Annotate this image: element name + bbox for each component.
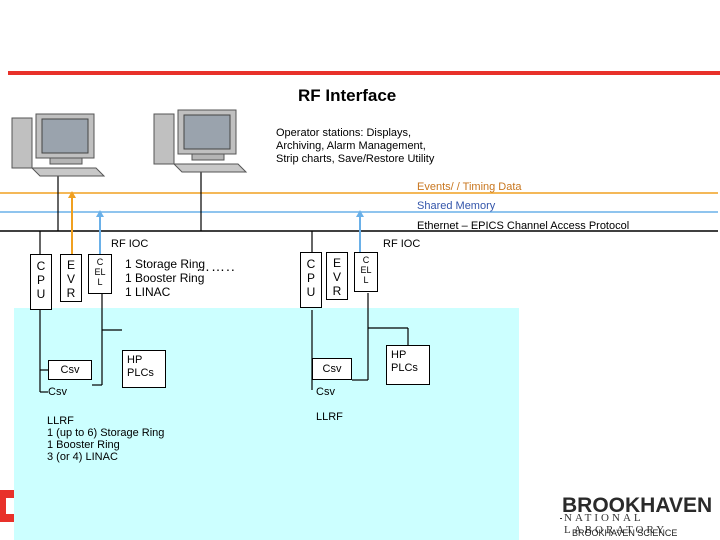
evr-letter: V [332,270,341,284]
shared-memory-label: Shared Memory [417,200,496,212]
logo-name: BROOKHAVEN [562,494,713,517]
left-ring-list: 1 Storage Ring 1 Booster Ring 1 LINAC [125,257,205,299]
left-evr-card: E V R [60,254,82,302]
hardware-region [14,308,519,540]
right-hp-plcs-box: HP PLCs [386,345,430,385]
left-cpu-card: C P U [30,254,52,310]
evr-letter: R [332,284,342,298]
csv-label: Csv [322,363,342,375]
operator-line: Strip charts, Save/Restore Utility [276,153,435,165]
csv-label: Csv [60,364,80,376]
hp-text: HP [127,354,143,366]
cel-text: L [97,277,103,287]
brookhaven-logo: BROOKHAVEN [562,494,712,518]
cpu-letter: C [36,259,46,273]
cpu-letter: P [36,273,45,287]
evr-letter: E [66,258,75,272]
cel-text: C [96,257,104,267]
cel-text: L [363,275,369,285]
left-llrf-list: LLRF 1 (up to 6) Storage Ring 1 Booster … [47,415,164,463]
left-ioc-label: RF IOC [111,238,149,250]
right-csv-1-box: Csv [312,358,352,380]
events-bus-label: Events/ / Timing Data [417,181,522,193]
cpu-letter: P [306,271,315,285]
evr-letter: E [332,256,341,270]
ring-item: 1 Booster Ring [125,271,205,285]
page-title: RF Interface [298,86,397,105]
logo-subtitle: NATIONAL LABORATORY [562,512,720,536]
workstation-2-icon [153,109,248,173]
workstation-1-icon [11,113,106,177]
left-csv-1-box: Csv [48,360,92,380]
ring-item: 1 LINAC [125,285,171,299]
left-csv-2-label: Csv [48,386,67,398]
cel-text: EL [94,267,106,277]
ethernet-label: Ethernet – EPICS Channel Access Protocol [417,220,630,232]
hp-text: HP [391,349,407,361]
right-llrf-label: LLRF [316,411,343,423]
evr-letter: R [66,286,76,300]
plcs-text: PLCs [391,362,418,374]
right-csv-2-label: Csv [316,386,335,398]
operator-line: Archiving, Alarm Management, [276,140,426,152]
cpu-letter: C [306,257,316,271]
plcs-text: PLCs [127,367,154,379]
right-evr-card: E V R [326,252,348,300]
logo-footer: BROOKHAVEN SCIENCE [572,528,678,538]
partial-logo-icon [0,490,14,522]
operator-stations-description: Operator stations: Displays, Archiving, … [276,127,516,166]
llrf-item: 1 Booster Ring [47,439,120,451]
llrf-item: 3 (or 4) LINAC [47,451,118,463]
top-rule [8,71,720,75]
cpu-letter: U [36,287,46,301]
right-cpu-card: C P U [300,252,322,308]
ring-item: 1 Storage Ring [125,257,206,271]
right-ioc-label: RF IOC [383,238,421,250]
left-hp-plcs-box: HP PLCs [122,350,166,388]
cpu-letter: U [306,285,316,299]
cel-text: C [362,255,370,265]
ellipsis-dots: …….. [196,258,236,274]
llrf-item: LLRF [47,415,74,427]
right-cel-card: C EL L [354,252,378,292]
evr-letter: V [66,272,75,286]
operator-line: Operator stations: Displays, [276,127,412,139]
cel-text: EL [360,265,372,275]
left-cel-card: C EL L [88,254,112,294]
llrf-item: 1 (up to 6) Storage Ring [47,427,165,439]
